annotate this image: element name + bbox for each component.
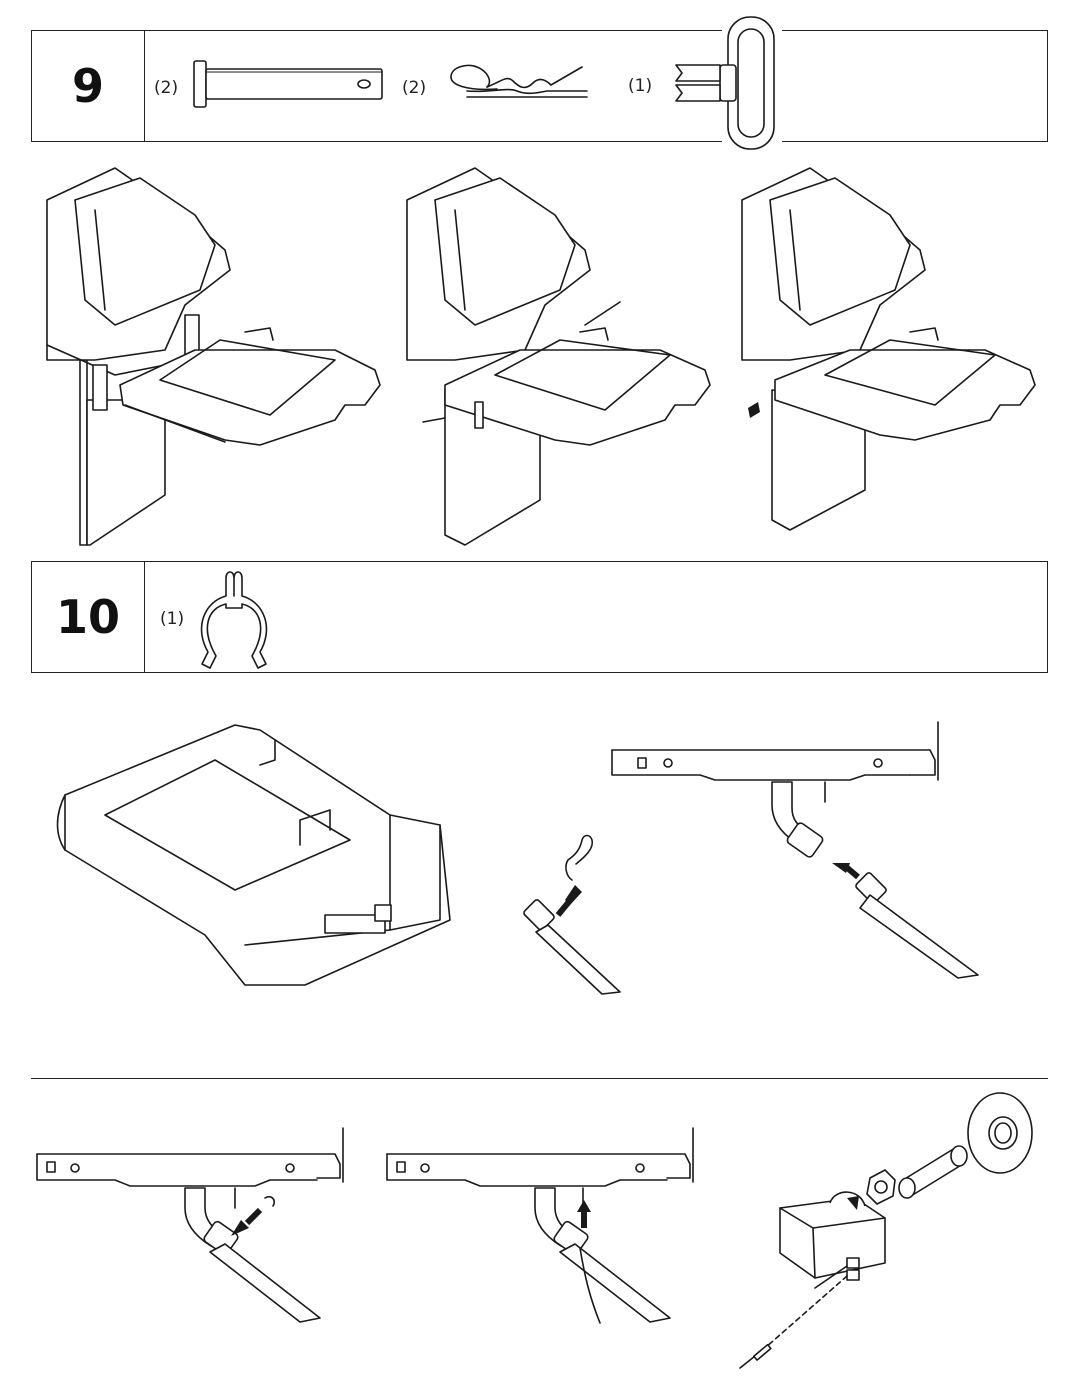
clevis-pin-icon <box>193 60 383 108</box>
part-quantity: (2) <box>154 78 179 98</box>
step-9-figure-2 <box>406 167 711 546</box>
step-9-parts-box: 9 (2) (2) (1) <box>31 16 1048 150</box>
step-9-figure-1 <box>46 167 381 546</box>
step-number: 9 <box>32 31 145 141</box>
part-quantity: (2) <box>402 78 427 98</box>
hose-retaining-clip-icon <box>200 571 268 669</box>
step-10-parts-box: 10 (1) <box>31 561 1048 673</box>
step-number: 10 <box>32 562 145 672</box>
igniter-assembly-figure <box>739 1092 1033 1369</box>
section-divider <box>31 1078 1048 1079</box>
hose-connection-figure <box>611 721 979 979</box>
part-quantity: (1) <box>160 609 185 629</box>
side-shelf-underside-figure <box>56 724 451 986</box>
clip-install-figure <box>36 1127 344 1323</box>
step-9-figure-3 <box>741 167 1036 531</box>
hose-and-clip-figure <box>523 834 621 995</box>
hitch-pin-clip-icon <box>450 64 588 98</box>
fastener-clip-icon <box>675 16 782 150</box>
clip-seated-figure <box>386 1127 694 1324</box>
part-quantity: (1) <box>628 76 653 96</box>
